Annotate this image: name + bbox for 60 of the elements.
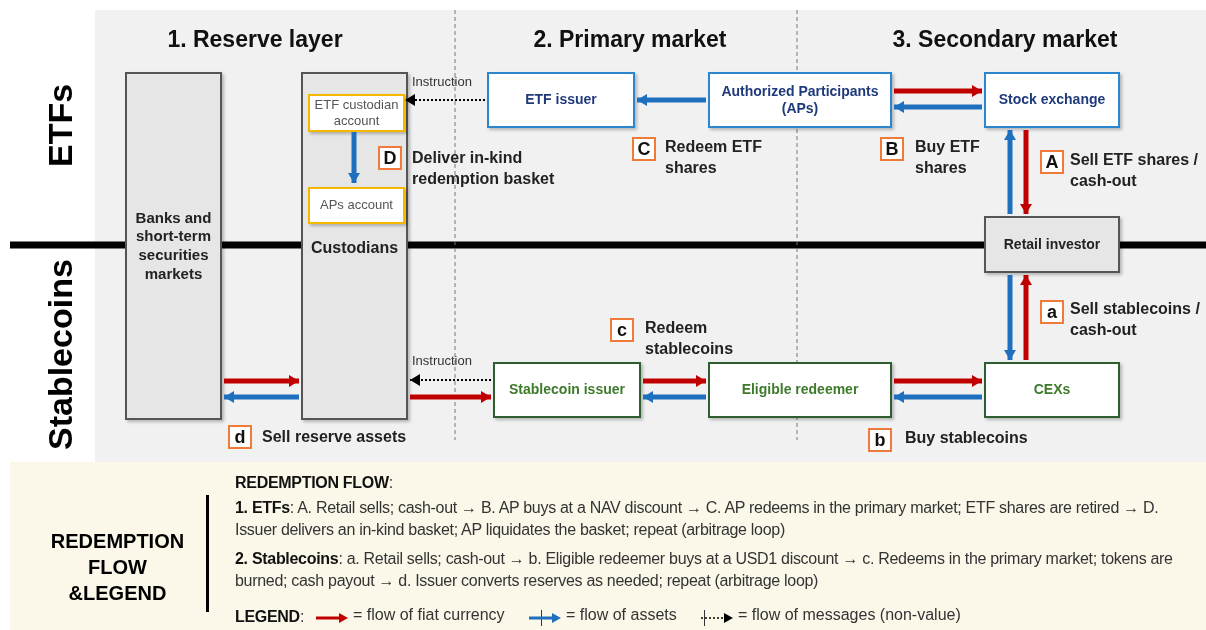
arrow — [643, 391, 706, 403]
callout-letter: a — [1040, 300, 1064, 324]
row-title: Stablecoins — [39, 262, 80, 447]
callout-letter: b — [868, 428, 892, 452]
process-box: Stock exchange — [984, 72, 1120, 128]
edge-label: Instruction — [412, 353, 473, 370]
paragraph: 1. ETFs: A. Retail sells; cash-out → B. AP buys at a NAV discount → C. AP redeems in the primary market; ETF shares are retired → D. Issuer delivers an in-kind basket; AP liquidates the basket; repeat (arbitrage loop) — [235, 498, 1160, 541]
account-box: ETF custodian account — [308, 94, 405, 132]
arrow — [224, 375, 299, 387]
legend-text: = flow of assets — [566, 606, 678, 624]
edge-label: Deliver in-kind redemption basket — [412, 148, 556, 189]
legend-text: = flow of fiat currency — [353, 606, 506, 624]
arrow — [637, 94, 706, 106]
arrow — [1004, 275, 1016, 360]
dashed-arrow — [409, 374, 492, 386]
arrow — [1020, 130, 1032, 214]
edge-label: Sell reserve assets — [262, 427, 408, 447]
edge-label: Sell stablecoins / cash-out — [1070, 299, 1201, 340]
callout-letter: A — [1040, 150, 1064, 174]
callout-letter: D — [378, 146, 402, 170]
arrow — [1004, 130, 1016, 214]
edge-label: Buy stablecoins — [905, 428, 1029, 448]
column-heading: 2. Primary market — [532, 26, 728, 53]
dashed-arrow — [404, 94, 486, 106]
edge-label: Redeem ETF shares — [665, 137, 763, 178]
legend-heading: LEGEND: — [235, 607, 306, 627]
column-heading: 3. Secondary market — [891, 26, 1119, 53]
process-box: CEXs — [984, 362, 1120, 418]
edge-label: Buy ETF shares — [915, 137, 981, 178]
arrow — [224, 391, 299, 403]
edge-label: Instruction — [412, 74, 473, 91]
callout-letter: C — [632, 137, 656, 161]
node-label: Custodians — [309, 238, 400, 258]
process-box: Eligible redeemer — [708, 362, 892, 418]
arrow — [894, 85, 982, 97]
arrow — [1020, 275, 1032, 360]
market-box: Banks and short-term securities markets — [125, 72, 222, 420]
process-box: Authorized Participants (APs) — [708, 72, 892, 128]
custodian-box — [301, 72, 408, 420]
callout-letter: c — [610, 318, 634, 342]
section-title: REDEMPTION FLOW &LEGEND — [49, 529, 186, 606]
legend-text: = flow of messages (non-value) — [738, 606, 962, 624]
arrow — [643, 375, 706, 387]
process-box: ETF issuer — [487, 72, 635, 128]
account-box: APs account — [308, 187, 405, 224]
investor-box: Retail investor — [984, 216, 1120, 273]
callout-letter: d — [228, 425, 252, 449]
arrow — [894, 391, 982, 403]
edge-label: Sell ETF shares / cash-out — [1070, 150, 1200, 191]
arrow — [410, 391, 491, 403]
row-title: ETFs — [39, 82, 80, 169]
paragraph: 2. Stablecoins: a. Retail sells; cash-out → b. Eligible redeemer buys at a USD1 discount → c. Redeems in the primary market; tokens are burned; cash payout → d. Issuer converts reserves as needed; repeat (arbitrage loop) — [235, 549, 1174, 592]
process-box: Stablecoin issuer — [493, 362, 641, 418]
callout-letter: B — [880, 137, 904, 161]
edge-label: Redeem stablecoins — [645, 318, 735, 359]
arrow — [894, 101, 982, 113]
arrow — [894, 375, 982, 387]
column-heading: 1. Reserve layer — [166, 26, 344, 53]
legend-heading: REDEMPTION FLOW: — [235, 473, 394, 493]
arrow — [348, 132, 360, 183]
